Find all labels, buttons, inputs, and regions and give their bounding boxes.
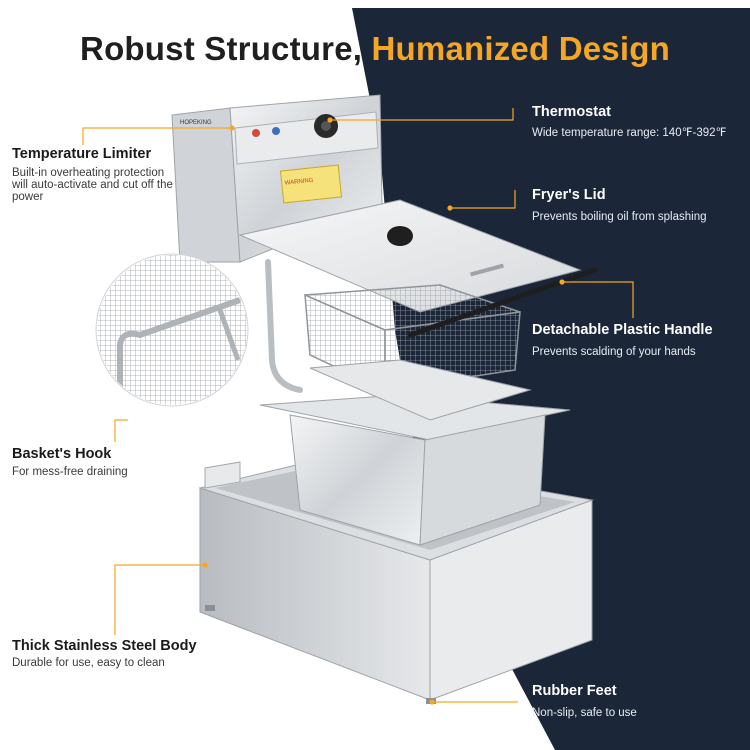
warning-sticker [279,164,343,204]
plastic-handle-desc: Prevents scalding of your hands [532,346,696,358]
page-title: Robust Structure, Humanized Design [0,30,750,68]
leader-lines [82,108,634,705]
fryers-lid-title: Fryer's Lid [532,187,606,203]
baskets-hook-desc: For mess-free draining [12,466,128,478]
temperature-limiter-desc: Built-in overheating protection will aut… [12,167,173,203]
oil-tank [259,394,571,546]
brand-label: HOPEKING [180,120,212,126]
title-part-2: Humanized Design [371,30,670,67]
fryer-basket [304,267,598,421]
rubber-feet-desc: Non-slip, safe to use [532,707,637,719]
basket-hook-inset [95,253,249,407]
temperature-limiter-title: Temperature Limiter [12,146,152,162]
heat-light [272,127,280,135]
heating-element [265,259,303,393]
lid-knob [387,226,413,246]
fryers-lid [238,199,582,313]
fryers-lid-desc: Prevents boiling oil from splashing [532,211,707,223]
plastic-handle-title: Detachable Plastic Handle [532,322,713,338]
title-part-1: Robust Structure, [80,30,363,67]
thermostat-desc: Wide temperature range: 140℉-392℉ [532,127,727,139]
baskets-hook-title: Basket's Hook [12,446,112,462]
thermostat-title: Thermostat [532,104,611,120]
power-light [252,129,260,137]
steel-body-desc: Durable for use, easy to clean [12,657,165,669]
rubber-feet-title: Rubber Feet [532,683,617,699]
steel-body-title: Thick Stainless Steel Body [12,638,197,654]
warning-label: WARNING [285,178,315,187]
